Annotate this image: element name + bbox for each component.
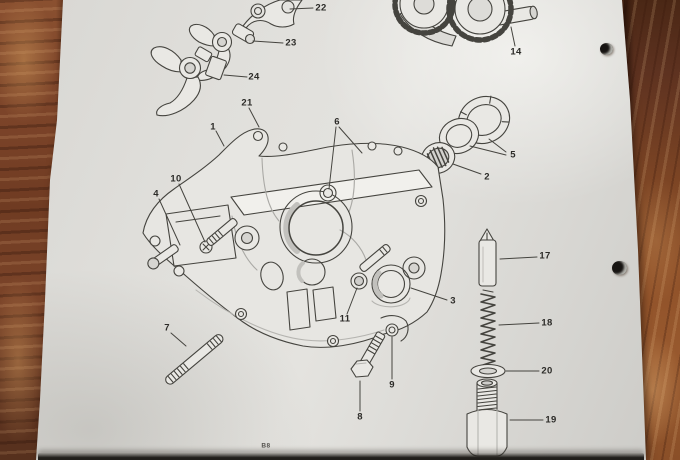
part-label-14: 14	[510, 46, 522, 58]
part-label-2: 2	[484, 171, 490, 183]
leader-lines	[158, 7, 544, 421]
punch-hole-top	[600, 43, 613, 55]
part-label-7: 7	[164, 322, 170, 334]
part-label-11: 11	[339, 313, 351, 325]
part-label-21: 21	[241, 97, 253, 109]
plunger-drawing	[478, 228, 497, 287]
part-label-23: 23	[285, 37, 297, 49]
spring-drawing	[480, 289, 496, 366]
part-label-3: 3	[450, 295, 456, 307]
gear-shaft-assembly-drawing	[392, 0, 538, 47]
crankcase-drawing	[142, 128, 446, 348]
selector-fork-assembly-drawing	[150, 0, 303, 117]
part-label-19: 19	[545, 414, 557, 426]
punch-hole-bottom	[612, 261, 627, 275]
part-label-18: 18	[541, 317, 553, 329]
part-label-22: 22	[315, 2, 327, 14]
page-code: B8	[261, 442, 271, 450]
part-label-17: 17	[539, 250, 551, 262]
part-label-10: 10	[170, 173, 182, 185]
part-label-1: 1	[210, 121, 216, 133]
part-label-6: 6	[334, 116, 340, 128]
part-label-8: 8	[357, 411, 363, 423]
part-label-4: 4	[153, 188, 159, 200]
plug-drawing	[466, 378, 508, 457]
washer-drawing	[470, 363, 506, 379]
bearing-set-drawing	[420, 95, 511, 174]
bolt-drawing	[350, 331, 386, 378]
stud-drawing	[165, 334, 224, 385]
part-label-5: 5	[510, 149, 516, 161]
part-label-20: 20	[541, 365, 553, 377]
part-label-9: 9	[389, 379, 395, 391]
page-bottom-shadow	[38, 453, 644, 460]
part-label-24: 24	[248, 71, 260, 83]
